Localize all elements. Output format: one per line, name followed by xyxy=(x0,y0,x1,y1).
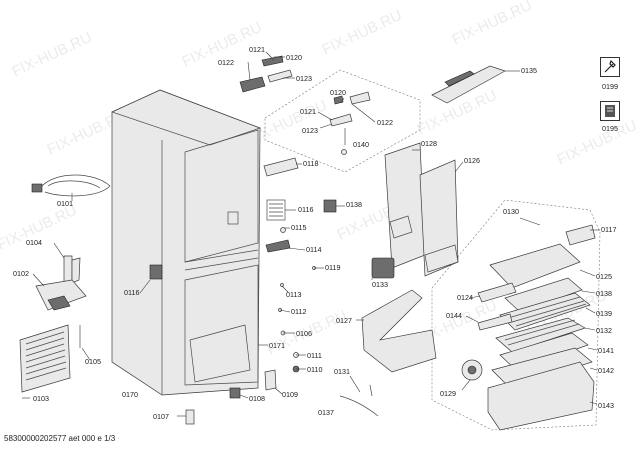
part-label: 0113 xyxy=(286,290,301,299)
power-cable xyxy=(31,174,111,197)
part-label: 0108 xyxy=(249,394,265,403)
legend-number: 0199 xyxy=(602,82,618,91)
part-label: 0111 xyxy=(307,351,322,360)
leader-lines xyxy=(22,51,600,417)
part-label: 0139 xyxy=(596,309,612,318)
cable-harness xyxy=(339,384,379,417)
part-label: 0107 xyxy=(153,412,169,421)
part-label: 0102 xyxy=(13,269,29,278)
part-label: 0141 xyxy=(598,346,614,355)
vent-grille xyxy=(149,264,163,280)
part-label: 0122 xyxy=(377,118,393,127)
part-label: 0135 xyxy=(521,66,537,75)
part-label: 0109 xyxy=(282,390,298,399)
part-label: 0120 xyxy=(286,53,302,62)
compressor xyxy=(371,257,395,279)
evaporation-tray xyxy=(35,279,87,311)
part-label: 0128 xyxy=(421,139,437,148)
wrench-screwdriver-icon xyxy=(604,59,616,73)
hinge-parts xyxy=(239,55,371,155)
part-label: 0112 xyxy=(291,307,306,316)
part-label: 0171 xyxy=(269,341,285,350)
watermark: FIX-HUB.RU xyxy=(450,0,535,49)
watermark: FIX-HUB.RU xyxy=(555,117,636,169)
fan-parts xyxy=(265,199,291,253)
drawer-assembly xyxy=(461,224,596,431)
part-label: 0104 xyxy=(26,238,42,247)
part-label: 0119 xyxy=(325,263,340,272)
service-tool-legend xyxy=(600,57,620,77)
part-label: 0138 xyxy=(596,289,612,298)
part-label: 0123 xyxy=(302,126,318,135)
part-label: 0120 xyxy=(330,88,346,97)
part-label: 0132 xyxy=(596,326,612,335)
document-id: 58300000202577 aet 000 e 1/3 xyxy=(4,434,116,443)
part-label: 0103 xyxy=(33,394,49,403)
watermark: FIX-HUB.RU xyxy=(10,29,95,81)
part-label: 0131 xyxy=(334,367,350,376)
part-label: 0117 xyxy=(601,225,616,234)
assembly-outlines xyxy=(264,69,601,431)
part-label: 0114 xyxy=(306,245,321,254)
part-label: 0137 xyxy=(318,408,334,417)
drain-duct xyxy=(361,289,437,373)
part-label: 0143 xyxy=(598,401,614,410)
part-label: 0121 xyxy=(249,45,265,54)
part-label: 0127 xyxy=(336,316,352,325)
part-label: 0133 xyxy=(372,280,388,289)
documentation-book-icon xyxy=(605,105,615,117)
part-label: 0170 xyxy=(122,390,138,399)
part-label: 0129 xyxy=(440,389,456,398)
documentation-legend xyxy=(600,101,620,121)
tube-part xyxy=(63,255,81,284)
part-label: 0140 xyxy=(353,140,369,149)
part-label: 0105 xyxy=(85,357,101,366)
part-label: 0110 xyxy=(307,365,322,374)
part-label: 0115 xyxy=(291,223,306,232)
part-label: 0116 xyxy=(124,288,139,297)
part-label: 0121 xyxy=(300,107,316,116)
part-label: 0123 xyxy=(296,74,312,83)
refrigerator-cabinet xyxy=(111,89,262,396)
part-label: 0124 xyxy=(457,293,473,302)
watermark: FIX-HUB.RU xyxy=(320,7,405,59)
legend-number: 0195 xyxy=(602,124,618,133)
part-labels: 0121 0120 0122 0123 0135 0120 0121 0122 … xyxy=(13,45,616,421)
part-label: 0116 xyxy=(298,205,313,214)
part-label: 0144 xyxy=(446,311,462,320)
part-label: 0122 xyxy=(218,58,234,67)
rear-panels xyxy=(323,142,459,277)
part-label: 0138 xyxy=(346,200,362,209)
part-label: 0130 xyxy=(503,207,519,216)
condenser-grid xyxy=(19,324,71,393)
part-label: 0142 xyxy=(598,366,614,375)
part-label: 0126 xyxy=(464,156,480,165)
part-label: 0118 xyxy=(303,159,318,168)
part-label: 0106 xyxy=(296,329,312,338)
part-label: 0125 xyxy=(596,272,612,281)
control-module xyxy=(263,157,299,177)
part-label: 0101 xyxy=(57,199,73,208)
